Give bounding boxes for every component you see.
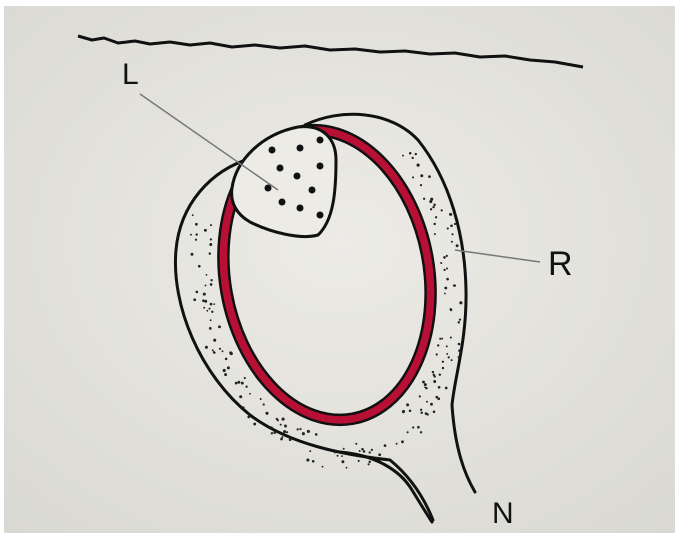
label-retina: R xyxy=(548,245,573,283)
label-nerve: N xyxy=(492,497,514,530)
label-lens: L xyxy=(122,58,139,91)
paper-background xyxy=(4,6,675,533)
